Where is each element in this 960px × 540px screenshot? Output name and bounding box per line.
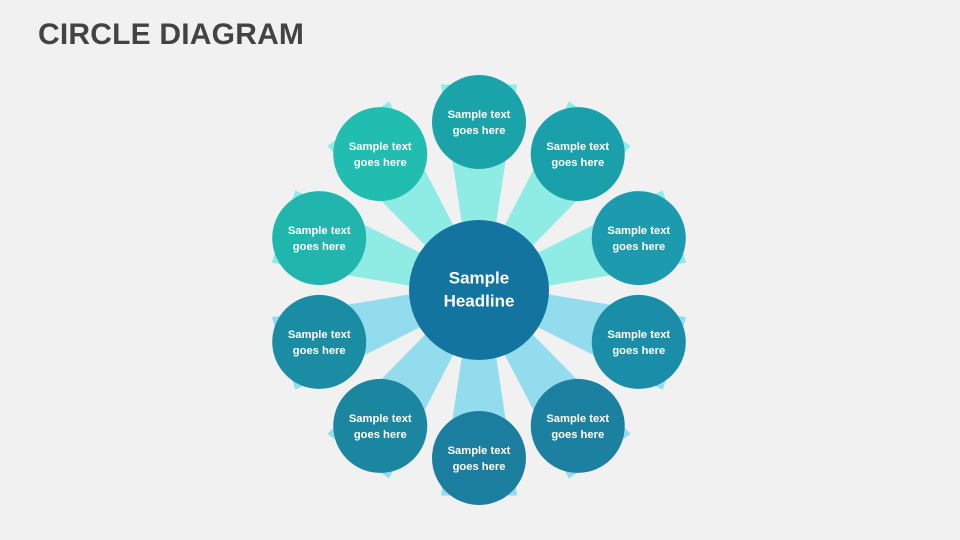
- outer-node-label-4-line1: Sample text: [607, 329, 670, 341]
- outer-node-4[interactable]: Sample text goes here: [591, 294, 686, 389]
- outer-node-label-7-line1: Sample text: [349, 413, 412, 425]
- center-hub-label-line1: Sample: [449, 268, 509, 287]
- outer-node-label-9-line2: goes here: [293, 241, 346, 253]
- page-title: CIRCLE DIAGRAM: [38, 18, 305, 51]
- outer-node-label-9-line1: Sample text: [288, 225, 351, 237]
- outer-node-label-6-line2: goes here: [453, 461, 506, 473]
- outer-node-circle-3[interactable]: [591, 191, 686, 286]
- outer-node-label-8-line1: Sample text: [288, 329, 351, 341]
- outer-node-circle-5[interactable]: [530, 378, 625, 473]
- outer-node-label-8-line2: goes here: [293, 345, 346, 357]
- outer-node-label-1-line2: goes here: [453, 125, 506, 137]
- outer-node-circle-4[interactable]: [591, 294, 686, 389]
- outer-node-1[interactable]: Sample text goes here: [432, 75, 526, 169]
- outer-node-8[interactable]: Sample text goes here: [272, 294, 367, 389]
- outer-node-7[interactable]: Sample text goes here: [333, 378, 428, 473]
- outer-node-label-4-line2: goes here: [612, 345, 665, 357]
- outer-node-label-10-line1: Sample text: [349, 141, 412, 153]
- outer-node-circle-6[interactable]: [432, 411, 526, 505]
- outer-node-6[interactable]: Sample text goes here: [432, 411, 526, 505]
- outer-node-circle-1[interactable]: [432, 75, 526, 169]
- outer-node-9[interactable]: Sample text goes here: [272, 191, 367, 286]
- outer-node-label-5-line2: goes here: [551, 429, 604, 441]
- outer-node-label-3-line2: goes here: [612, 241, 665, 253]
- outer-node-10[interactable]: Sample text goes here: [333, 107, 428, 202]
- outer-node-label-2-line1: Sample text: [546, 141, 609, 153]
- outer-node-circle-10[interactable]: [333, 107, 428, 202]
- center-hub-group[interactable]: Sample Headline: [409, 220, 549, 360]
- outer-node-circle-7[interactable]: [333, 378, 428, 473]
- outer-node-label-7-line2: goes here: [354, 429, 407, 441]
- outer-node-5[interactable]: Sample text goes here: [530, 378, 625, 473]
- outer-node-circle-8[interactable]: [272, 294, 367, 389]
- center-hub-circle[interactable]: [409, 220, 549, 360]
- outer-node-2[interactable]: Sample text goes here: [530, 107, 625, 202]
- outer-node-label-6-line1: Sample text: [448, 445, 511, 457]
- outer-node-circle-2[interactable]: [530, 107, 625, 202]
- outer-node-label-10-line2: goes here: [354, 157, 407, 169]
- outer-node-label-3-line1: Sample text: [607, 225, 670, 237]
- outer-node-label-1-line1: Sample text: [448, 109, 511, 121]
- outer-node-label-5-line1: Sample text: [546, 413, 609, 425]
- outer-node-circle-9[interactable]: [272, 191, 367, 286]
- outer-node-label-2-line2: goes here: [551, 157, 604, 169]
- outer-node-3[interactable]: Sample text goes here: [591, 191, 686, 286]
- center-hub-label-line2: Headline: [444, 291, 515, 310]
